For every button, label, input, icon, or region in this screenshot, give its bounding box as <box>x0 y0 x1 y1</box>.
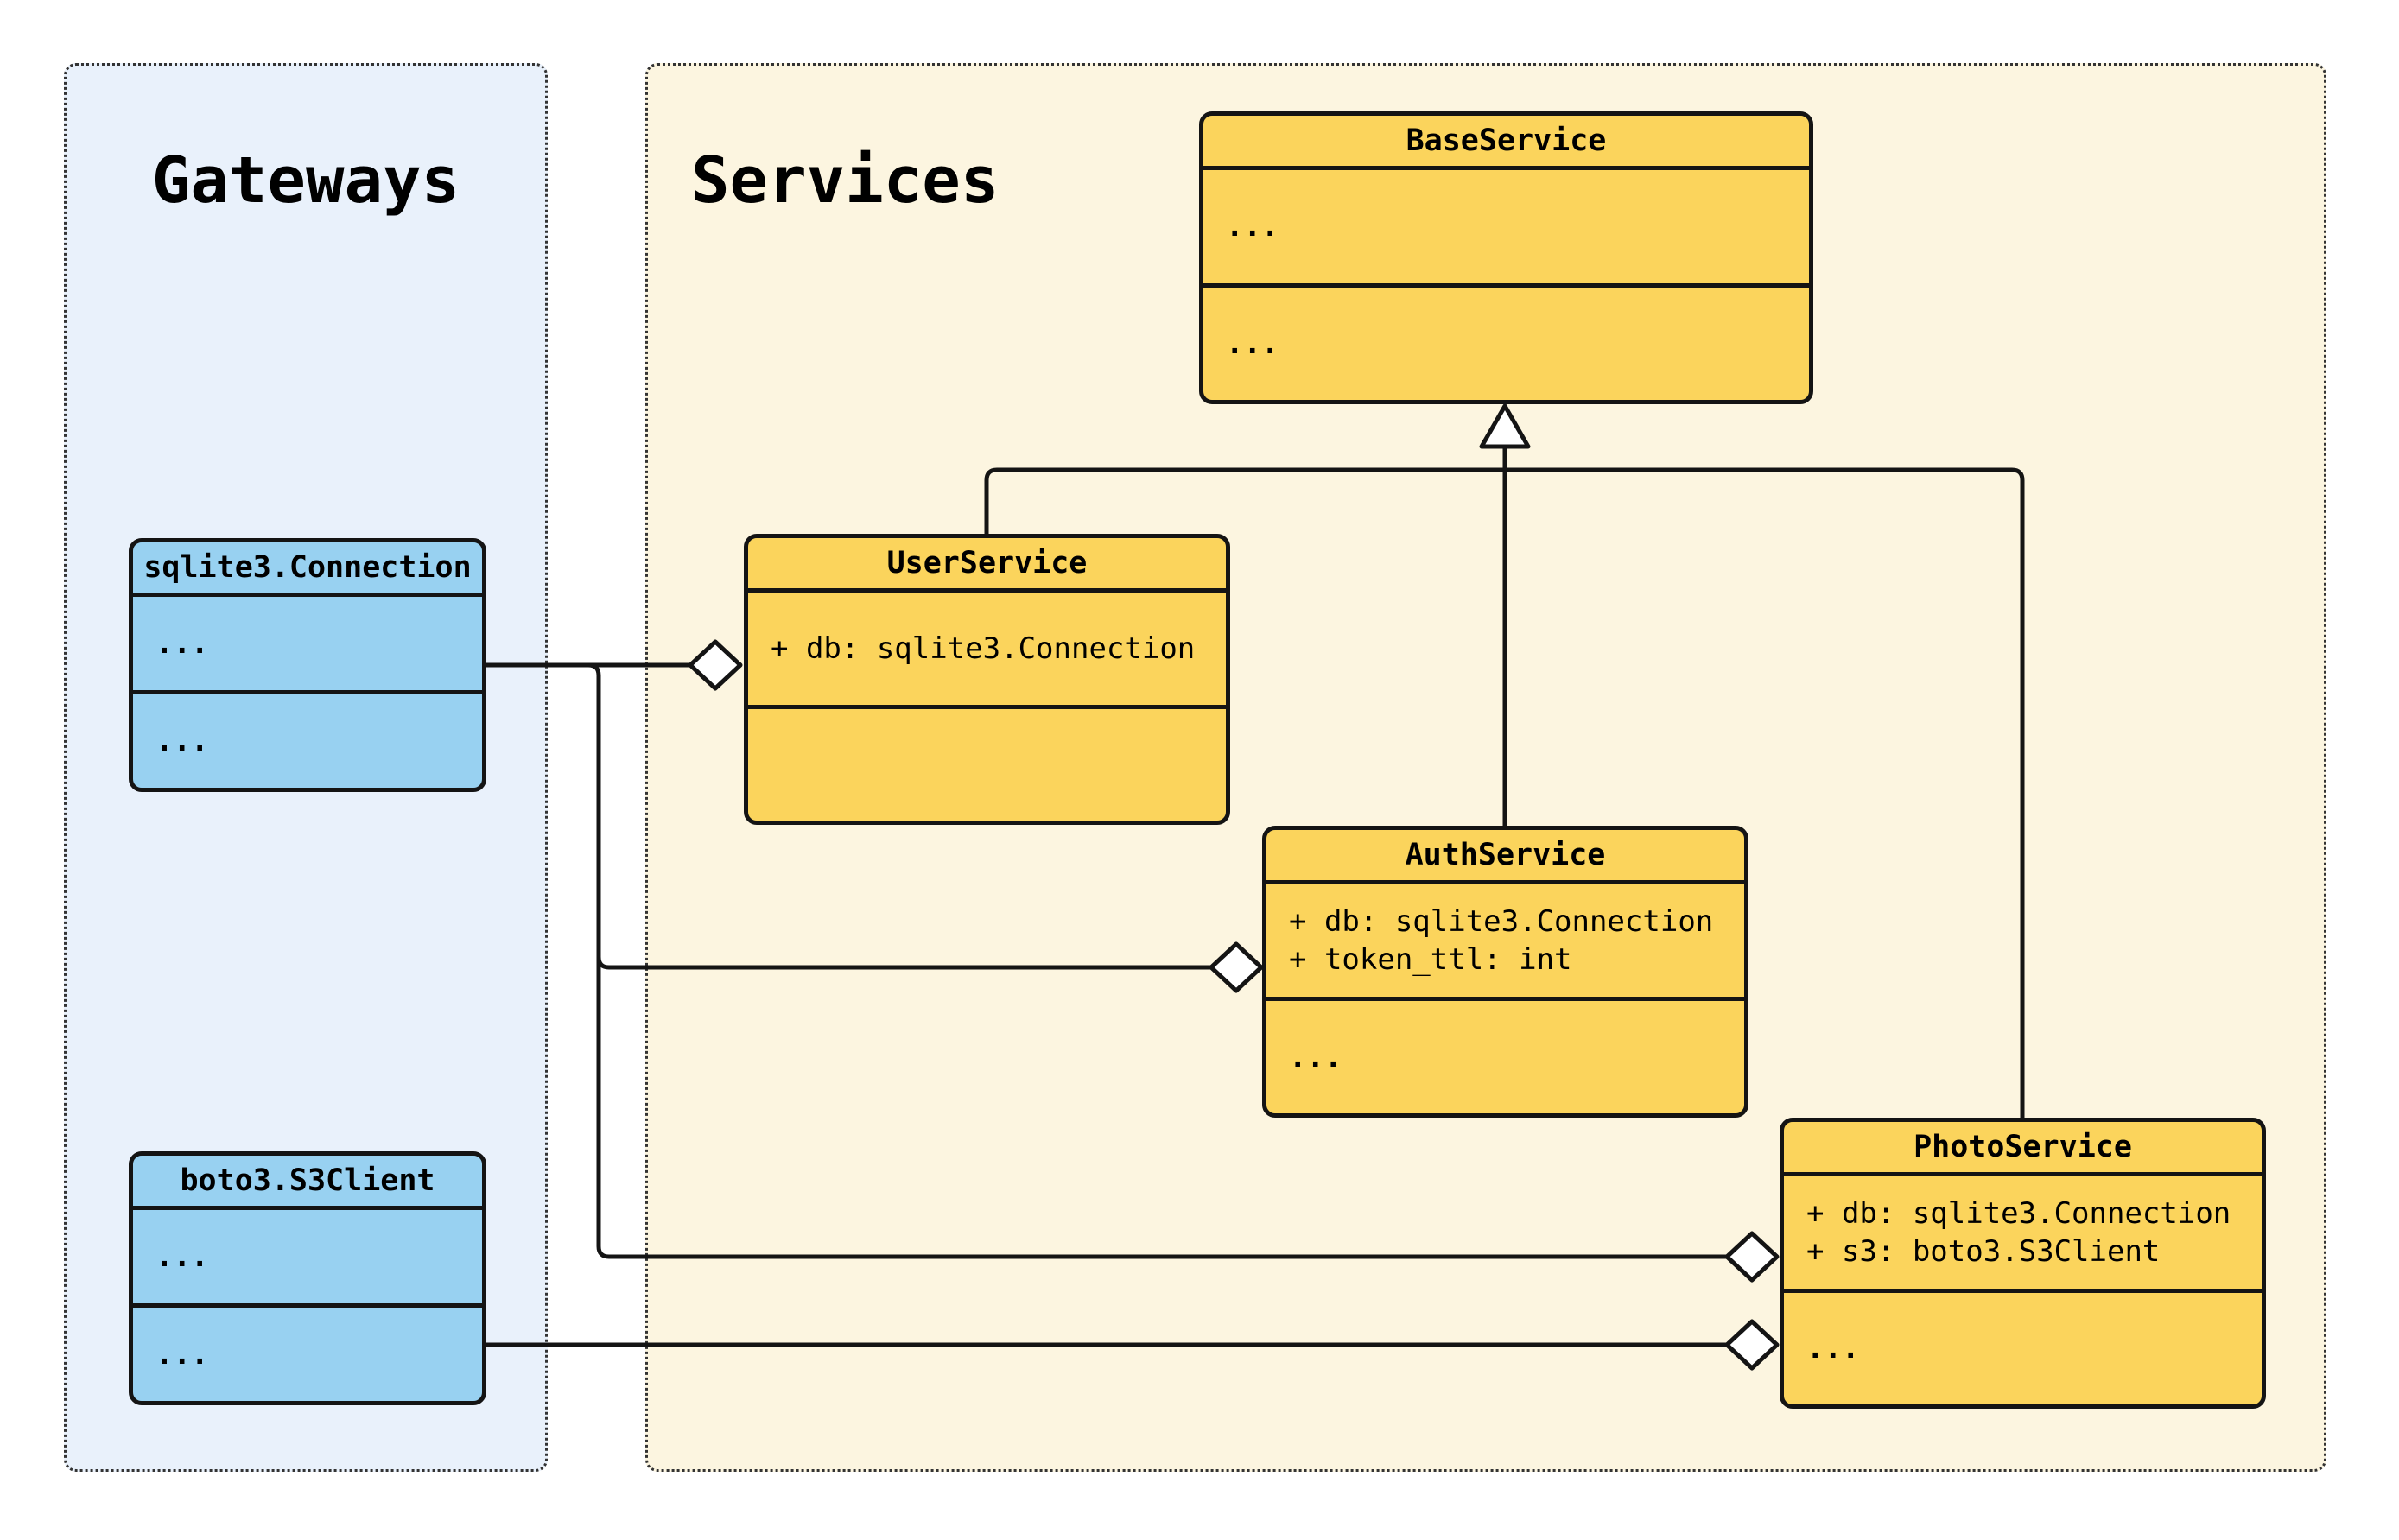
methods-placeholder: ... <box>155 1336 209 1372</box>
baseservice-methods-section: ... <box>1203 288 1809 401</box>
userservice-attributes-section: + db: sqlite3.Connection <box>748 593 1226 709</box>
class-box-boto3-s3client: boto3.S3Client ... ... <box>129 1151 486 1405</box>
class-box-sqlite3-connection: sqlite3.Connection ... ... <box>129 538 486 792</box>
aggregation-branch-sqlite-authservice <box>596 956 1211 970</box>
class-box-photoservice: PhotoService + db: sqlite3.Connection + … <box>1780 1118 2266 1409</box>
aggregation-diamond-photoservice-s3-icon <box>1724 1319 1780 1371</box>
methods-placeholder: ... <box>155 723 209 758</box>
attribute-s3: + s3: boto3.S3Client <box>1806 1233 2161 1269</box>
methods-placeholder: ... <box>1289 1039 1342 1074</box>
attribute-db: + db: sqlite3.Connection <box>771 631 1196 666</box>
class-title-authservice: AuthService <box>1266 830 1744 884</box>
attribute-db: + db: sqlite3.Connection <box>1806 1195 2231 1231</box>
attributes-placeholder: ... <box>155 625 209 661</box>
attribute-db: + db: sqlite3.Connection <box>1289 903 1714 939</box>
sqlite3-connection-attributes-section: ... <box>133 597 482 694</box>
class-title-sqlite3-connection: sqlite3.Connection <box>133 542 482 597</box>
services-panel-title: Services <box>691 143 1000 218</box>
class-box-authservice: AuthService + db: sqlite3.Connection + t… <box>1262 826 1748 1118</box>
class-box-baseservice: BaseService ... ... <box>1199 111 1813 404</box>
boto3-s3client-attributes-section: ... <box>133 1210 482 1308</box>
authservice-attributes-section: + db: sqlite3.Connection + token_ttl: in… <box>1266 884 1744 1001</box>
photoservice-attributes-section: + db: sqlite3.Connection + s3: boto3.S3C… <box>1784 1176 2262 1293</box>
photoservice-methods-section: ... <box>1784 1293 2262 1405</box>
aggregation-diamond-userservice-icon <box>688 639 743 691</box>
aggregation-diamond-photoservice-db-icon <box>1724 1231 1780 1283</box>
class-title-boto3-s3client: boto3.S3Client <box>133 1156 482 1210</box>
boto3-s3client-methods-section: ... <box>133 1308 482 1401</box>
class-title-baseservice: BaseService <box>1203 116 1809 170</box>
baseservice-attributes-section: ... <box>1203 170 1809 288</box>
methods-placeholder: ... <box>1806 1331 1860 1366</box>
gateways-panel-title: Gateways <box>151 143 460 218</box>
attribute-token-ttl: + token_ttl: int <box>1289 942 1572 977</box>
aggregation-diamond-authservice-icon <box>1209 941 1264 993</box>
methods-placeholder: ... <box>1226 326 1279 361</box>
attributes-placeholder: ... <box>1226 209 1279 244</box>
class-title-photoservice: PhotoService <box>1784 1122 2262 1176</box>
userservice-methods-section <box>748 709 1226 821</box>
inheritance-triangle-icon <box>1479 403 1531 449</box>
class-title-userservice: UserService <box>748 538 1226 593</box>
authservice-methods-section: ... <box>1266 1001 1744 1113</box>
aggregation-trunk-sqlite-down <box>587 662 1727 1259</box>
attributes-placeholder: ... <box>155 1239 209 1274</box>
class-box-userservice: UserService + db: sqlite3.Connection <box>744 534 1230 825</box>
sqlite3-connection-methods-section: ... <box>133 694 482 788</box>
